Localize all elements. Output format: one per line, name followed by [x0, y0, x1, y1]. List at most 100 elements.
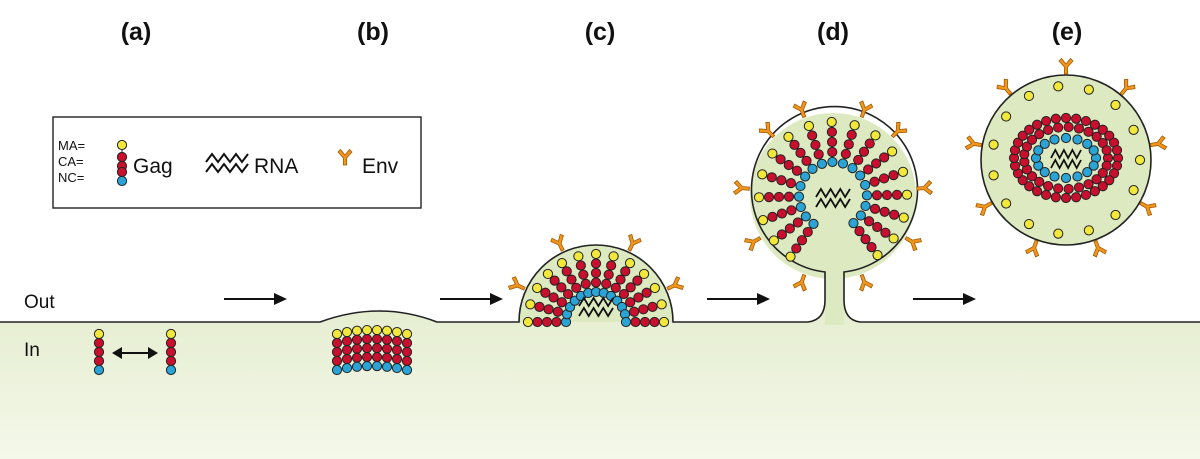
gag-ca-domain [331, 337, 343, 349]
gag-ca-domain [775, 154, 786, 165]
panel-label-d: (d) [817, 18, 849, 46]
gag-ma-domain [522, 316, 534, 328]
plasma-membrane [0, 105, 1200, 323]
gag-nc-domain [848, 218, 859, 229]
gag-ca-domain [562, 288, 574, 300]
gag-ca-domain [766, 172, 777, 183]
panel-label-a: (a) [121, 18, 152, 46]
gag-ma-domain [1001, 198, 1012, 209]
gag-nc-domain [1072, 171, 1083, 182]
gag-ca-domain [853, 154, 864, 166]
gag-ca-domain [827, 146, 838, 158]
gag-protein [590, 248, 602, 298]
gag-ca-domain [1043, 180, 1054, 192]
gag-nc-domain [837, 158, 849, 169]
gag-ca-domain [1097, 167, 1108, 179]
gag-ca-domain [1111, 145, 1123, 156]
gag-nc-domain [827, 156, 838, 168]
gag-ca-domain [401, 346, 413, 358]
gag-nc-domain [331, 364, 343, 376]
gag-ca-domain [1104, 130, 1115, 141]
legend-ma-label: MA= [58, 138, 85, 153]
gag-ca-domain [540, 287, 551, 298]
env-glycoprotein [666, 276, 685, 291]
gag-protein [860, 200, 909, 223]
gag-ca-domain [341, 344, 353, 356]
gag-ca-domain [826, 136, 838, 148]
env-glycoprotein [337, 148, 353, 166]
gag-ca-domain [891, 189, 903, 200]
gag-ca-domain [869, 176, 880, 187]
gag-nc-domain [1060, 172, 1072, 184]
gag-ca-domain [534, 301, 545, 312]
gag-ca-domain [391, 335, 403, 347]
gag-ca-domain [1071, 192, 1082, 203]
gag-ma-domain [608, 251, 619, 262]
inside-label: In [24, 340, 40, 361]
gag-ma-domain [886, 146, 898, 157]
gag-nc-domain [351, 361, 363, 372]
gag-ca-domain [351, 334, 363, 345]
gag-ca-domain [1083, 126, 1094, 137]
env-glycoprotein [890, 122, 907, 139]
panel-label-e: (e) [1052, 18, 1083, 46]
gag-protein [532, 282, 576, 313]
gag-protein [371, 324, 383, 372]
gag-ma-domain [870, 130, 881, 141]
gag-nc-domain [800, 171, 811, 182]
gag-dimerization-arrow [112, 347, 158, 359]
gag-ca-domain [580, 278, 591, 289]
gag-nc-domain [1060, 132, 1072, 144]
gag-ca-domain [1073, 123, 1085, 134]
gag-ca-domain [1063, 183, 1074, 195]
legend-rna-label: RNA [254, 155, 298, 178]
gag-ca-domain [1034, 176, 1045, 187]
gag-ca-domain [590, 277, 602, 288]
gag-ma-domain [898, 212, 909, 223]
gag-protein [767, 148, 811, 182]
gag-nc-domain [116, 175, 128, 187]
gag-nc-domain [807, 163, 818, 174]
gag-ca-domain [578, 269, 589, 280]
gag-ca-domain [371, 342, 383, 354]
gag-nc-domain [1039, 138, 1050, 149]
gag-protein [826, 116, 838, 168]
gag-ca-domain [556, 297, 567, 308]
env-glycoprotein [1025, 239, 1040, 258]
virion-stalk [825, 270, 844, 325]
step-arrow-1 [224, 293, 287, 305]
env-glycoprotein [996, 78, 1013, 96]
gag-ca-domain [1012, 137, 1024, 148]
gag-ca-domain [641, 287, 652, 298]
gag-ma-domain [573, 251, 584, 262]
gag-ca-domain [341, 335, 353, 347]
gag-protein [768, 211, 811, 246]
gag-ca-domain [763, 192, 775, 203]
gag-nc-domain [1082, 167, 1093, 178]
gag-nc-domain [371, 360, 383, 372]
gag-ca-domain [854, 226, 865, 237]
legend-env-label: Env [362, 155, 399, 178]
gag-ca-domain [361, 342, 373, 354]
gag-nc-domain [165, 364, 177, 376]
env-glycoprotein [792, 273, 807, 292]
gag-ca-domain [1034, 129, 1045, 140]
env-glycoprotein [1092, 239, 1107, 258]
gag-ma-domain [638, 268, 650, 280]
gag-ca-domain [1091, 174, 1102, 185]
gag-ca-domain [552, 306, 563, 317]
gag-nc-domain [1033, 145, 1044, 156]
gag-nc-domain [860, 200, 871, 212]
gag-nc-domain [847, 163, 858, 174]
env-glycoprotein [916, 180, 934, 196]
legend-gag-label: Gag [133, 155, 173, 178]
gag-protein [785, 218, 819, 262]
gag-nc-domain [816, 158, 828, 169]
gag-ca-domain [801, 155, 812, 166]
gag-ca-domain [351, 343, 363, 354]
gag-ca-domain [1080, 189, 1091, 201]
gag-ca-domain [590, 267, 602, 279]
gag-ma-domain [1023, 90, 1035, 102]
gag-ma-domain [381, 325, 393, 336]
gag-protein [757, 201, 806, 226]
